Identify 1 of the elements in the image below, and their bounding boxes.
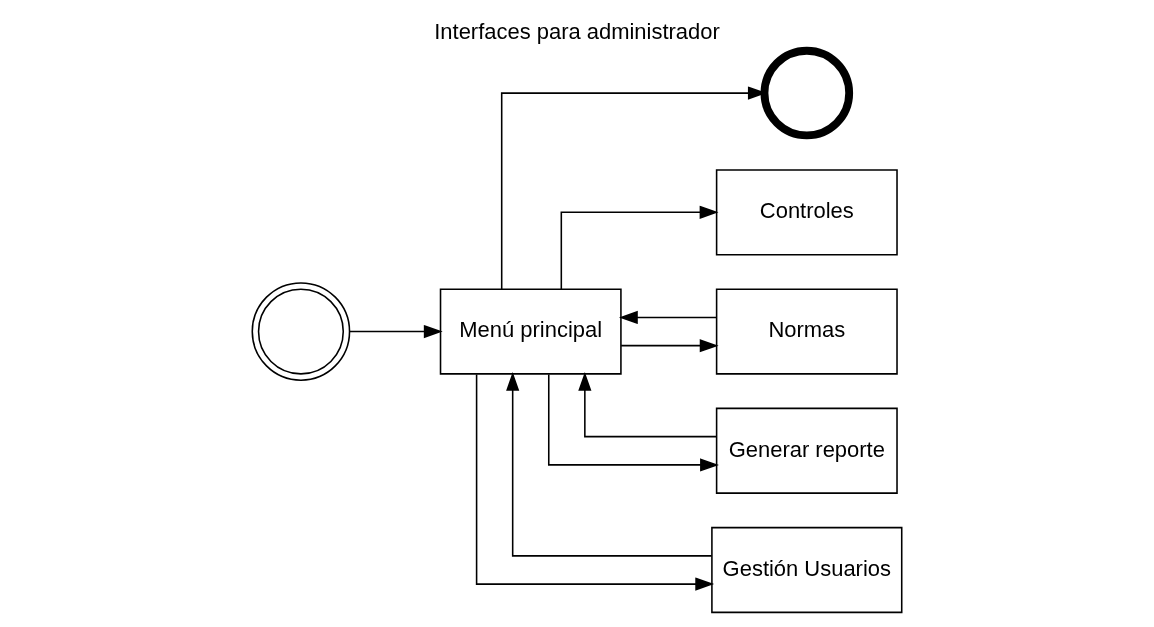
- diagram-title: Interfaces para administrador: [434, 18, 720, 44]
